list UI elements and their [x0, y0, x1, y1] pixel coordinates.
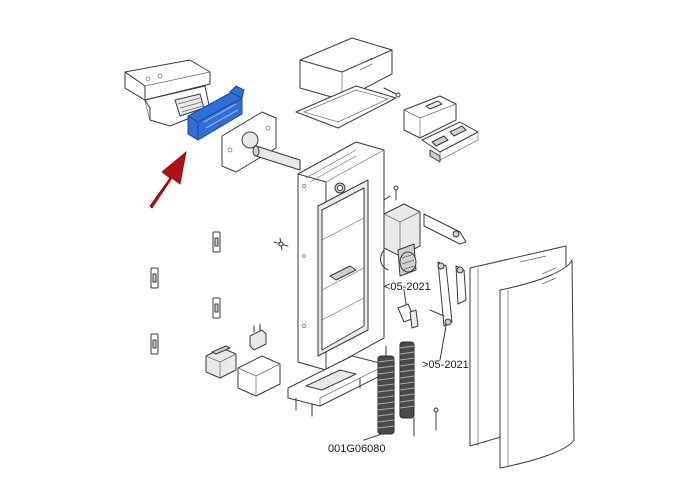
spring-rod [413, 407, 439, 437]
small-fastener [273, 237, 289, 251]
link-arm-new[interactable] [429, 261, 467, 327]
drive-shaft [252, 145, 301, 171]
balance-spring-left[interactable] [377, 345, 395, 435]
highlighted-bracket-part[interactable] [187, 85, 245, 141]
top-cover-gasket [295, 85, 397, 129]
side-clip-4 [150, 333, 159, 355]
crank-arm [423, 213, 467, 245]
side-clip-3 [212, 297, 221, 319]
link-arm-old[interactable] [397, 303, 419, 329]
base-plate [287, 355, 385, 417]
control-board-cover[interactable] [403, 95, 457, 139]
main-cabinet[interactable] [297, 141, 385, 371]
top-cover[interactable] [299, 37, 393, 101]
power-supply-box[interactable] [237, 355, 281, 397]
side-clip-2 [150, 267, 159, 289]
label-part-code: 001G06080 [328, 443, 386, 455]
small-screw [383, 87, 401, 98]
arrow-pointer-icon [149, 150, 187, 209]
terminal-connector [249, 323, 267, 351]
mounting-plate [221, 111, 277, 173]
leader-lines [363, 289, 447, 441]
control-board[interactable] [421, 121, 479, 163]
label-after-date: >05-2021 [422, 359, 469, 371]
transformer[interactable] [205, 345, 237, 379]
balance-spring-right[interactable] [399, 341, 415, 419]
side-clip-1 [212, 231, 221, 253]
side-door-front[interactable] [499, 259, 575, 469]
motor-cable [380, 249, 389, 271]
motor-bolts [383, 185, 399, 201]
gear-motor[interactable] [383, 203, 421, 277]
label-before-date: <05-2021 [384, 281, 431, 293]
